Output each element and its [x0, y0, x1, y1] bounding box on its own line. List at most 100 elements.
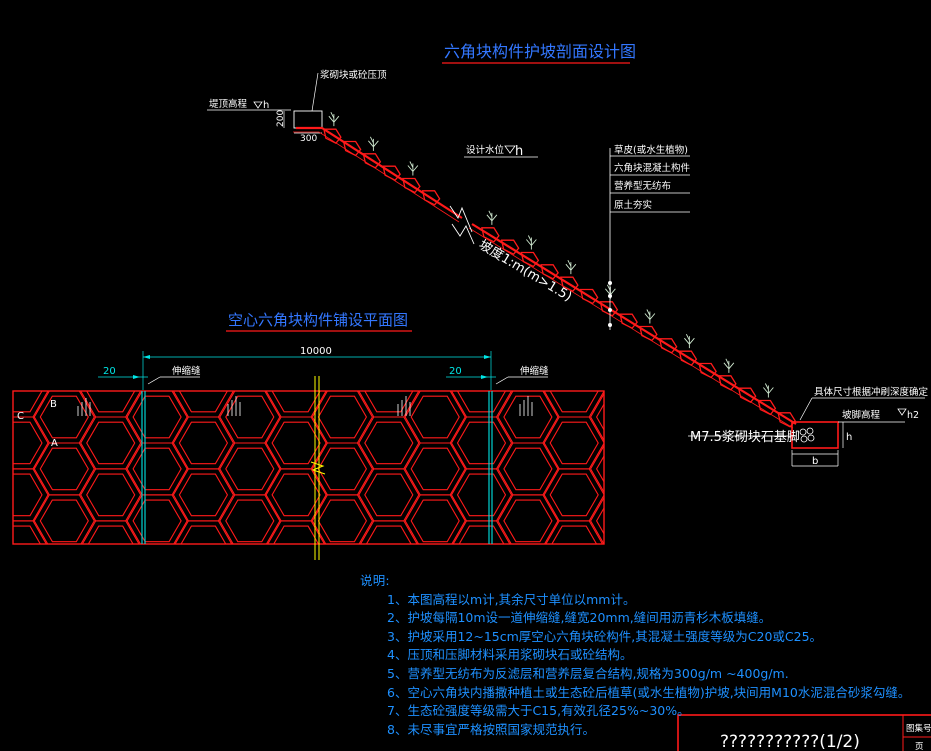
plan-hex-cell — [132, 447, 182, 491]
slope-hex-block — [718, 375, 737, 391]
plan-hex-cell — [589, 496, 604, 544]
plant-icon — [486, 210, 498, 225]
sheet-label: 图集号 — [906, 723, 931, 734]
plant-icon — [723, 358, 735, 373]
note-item-7: 7、生态砼强度等级需大于C15,有效孔径25%~30%。 — [387, 703, 690, 719]
layer-leader: 草皮(或水生植物) 六角块混凝土构件 营养型无纺布 原土夯实 — [608, 144, 691, 330]
plan-hex-cell — [132, 395, 182, 439]
plan-hex-cell — [81, 520, 140, 544]
slope-profile — [293, 111, 797, 429]
toe-elevation-triangle-icon — [897, 408, 907, 416]
toe-note: 具体尺寸根据冲刷深度确定 — [814, 386, 929, 398]
plan-hex-cell — [595, 506, 604, 535]
slope-hex-block — [342, 140, 362, 157]
top-elevation-label: 堤顶高程 — [209, 98, 248, 110]
design-water-symbol: h — [515, 144, 523, 159]
section-title: 六角块构件护坡剖面设计图 — [444, 42, 636, 61]
layer-3: 营养型无纺布 — [614, 180, 671, 192]
slope-hex-block — [639, 325, 658, 342]
note-item-1: 1、本图高程以m计,其余尺寸单位以mm计。 — [387, 591, 636, 607]
note-item-3: 3、护坡采用12~15cm厚空心六角块砼构件,其混凝土强度等级为C20或C25。 — [387, 628, 823, 644]
plan-hex-cell — [359, 520, 418, 544]
plant-icon — [565, 259, 577, 275]
plan-hex-cell — [178, 391, 229, 413]
slope-hex-block — [737, 387, 757, 403]
plan-hex-cell — [404, 494, 466, 544]
slope-hex-block — [402, 177, 421, 194]
toe-label: M7.5浆砌块石基脚 — [690, 429, 800, 445]
plan-hex-cell — [589, 444, 604, 494]
plan-hex-cell — [132, 499, 182, 543]
slope-hex-block — [362, 153, 382, 169]
joint-dim-left: 20 — [103, 366, 116, 377]
plan-hex-cell — [271, 391, 321, 413]
plan-hex-cell — [364, 421, 414, 465]
plan-hex-cell — [503, 395, 553, 439]
joint-dim-right: 20 — [449, 366, 462, 377]
slope-hex-block — [540, 264, 559, 280]
slope-hex-blocks — [323, 111, 796, 428]
plan-hex-cell — [364, 391, 414, 413]
layer-1: 草皮(或水生植物) — [614, 144, 688, 156]
plan-hex-cell — [13, 520, 47, 544]
design-water-label: 设计水位 — [466, 144, 505, 156]
slope-hex-block — [579, 288, 599, 305]
plan-dimensions: 10000 20 伸缩缝 20 伸缩缝 — [98, 346, 549, 390]
design-water-triangle-icon — [504, 145, 516, 154]
plan-hex-cell — [271, 473, 321, 517]
note-item-2: 2、护坡每隔10m设一道伸缩缝,缝宽20mm,缝间用沥青杉木板填缝。 — [387, 610, 772, 626]
toe-dim-b: b — [812, 456, 818, 467]
plan-hex-cell — [39, 499, 89, 543]
plan-hex-cell — [13, 473, 43, 517]
plan-hex-cell — [126, 494, 188, 544]
toe-stone-icon — [799, 427, 815, 443]
slope-hex-block — [698, 362, 717, 379]
plan-label-a: A — [51, 438, 58, 449]
plan-hex-cell — [225, 447, 275, 491]
plan-hex-cell — [33, 494, 95, 544]
plan-hex-cell — [317, 499, 368, 543]
plan-hex-cell — [551, 525, 598, 544]
notes-title: 说明: — [360, 573, 390, 588]
slope-hex-block — [481, 227, 500, 243]
plan-hex-cell — [13, 525, 41, 544]
plan-hex-cell — [452, 520, 511, 544]
note-item-6: 6、空心六角块内播撒种植土或生态砼后植草(或水生植物)护坡,块间用M10水泥混合… — [387, 684, 911, 700]
plan-hex-cell — [410, 499, 460, 543]
slope-hex-block — [658, 338, 678, 354]
toe-elevation-symbol: h2 — [907, 410, 919, 421]
plan-hex-cell — [86, 473, 136, 517]
plant-icon — [526, 235, 537, 250]
plan-title: 空心六角块构件铺设平面图 — [228, 311, 408, 329]
drawing-name: ???????????(1/2) — [720, 732, 860, 751]
cap-height-label: 200 — [276, 110, 286, 127]
plan-hex-cell — [39, 447, 89, 491]
notes-block: 说明: 1、本图高程以m计,其余尺寸单位以mm计。 2、护坡每隔10m设一道伸缩… — [360, 572, 910, 739]
plan-hex-cell — [317, 395, 368, 439]
note-item-8: 8、未尽事宜严格按照国家规范执行。 — [387, 721, 595, 737]
plant-icon — [644, 309, 656, 324]
cap-width-label: 300 — [300, 134, 317, 144]
plan-hex-cell — [503, 447, 553, 491]
plan-hex-cell — [317, 447, 368, 491]
plan-hex-cell — [86, 391, 136, 413]
joint-label-right: 伸缩缝 — [520, 365, 549, 377]
plan-hex-cell — [503, 499, 553, 543]
plan-hex-cell — [225, 499, 275, 543]
top-elevation-triangle-icon — [253, 101, 263, 109]
plan-hex-cell — [271, 421, 321, 465]
title-block: ???????????(1/2) 图集号 页 — [677, 714, 931, 751]
plan-hex-cell — [365, 525, 412, 544]
plan-hex-grid: C B A — [12, 376, 605, 560]
note-item-4: 4、压顶和压脚材料采用浆砌块石或砼结构。 — [387, 647, 633, 663]
slope-hex-block — [500, 239, 520, 255]
slope-hex-block — [421, 190, 441, 206]
plan-hex-cell — [456, 391, 507, 413]
plan-hex-cell — [549, 473, 599, 517]
plan-hex-cell — [456, 473, 507, 517]
plant-icon — [368, 136, 379, 151]
plan-hex-cell — [174, 520, 233, 544]
plan-hex-cell — [458, 525, 505, 544]
